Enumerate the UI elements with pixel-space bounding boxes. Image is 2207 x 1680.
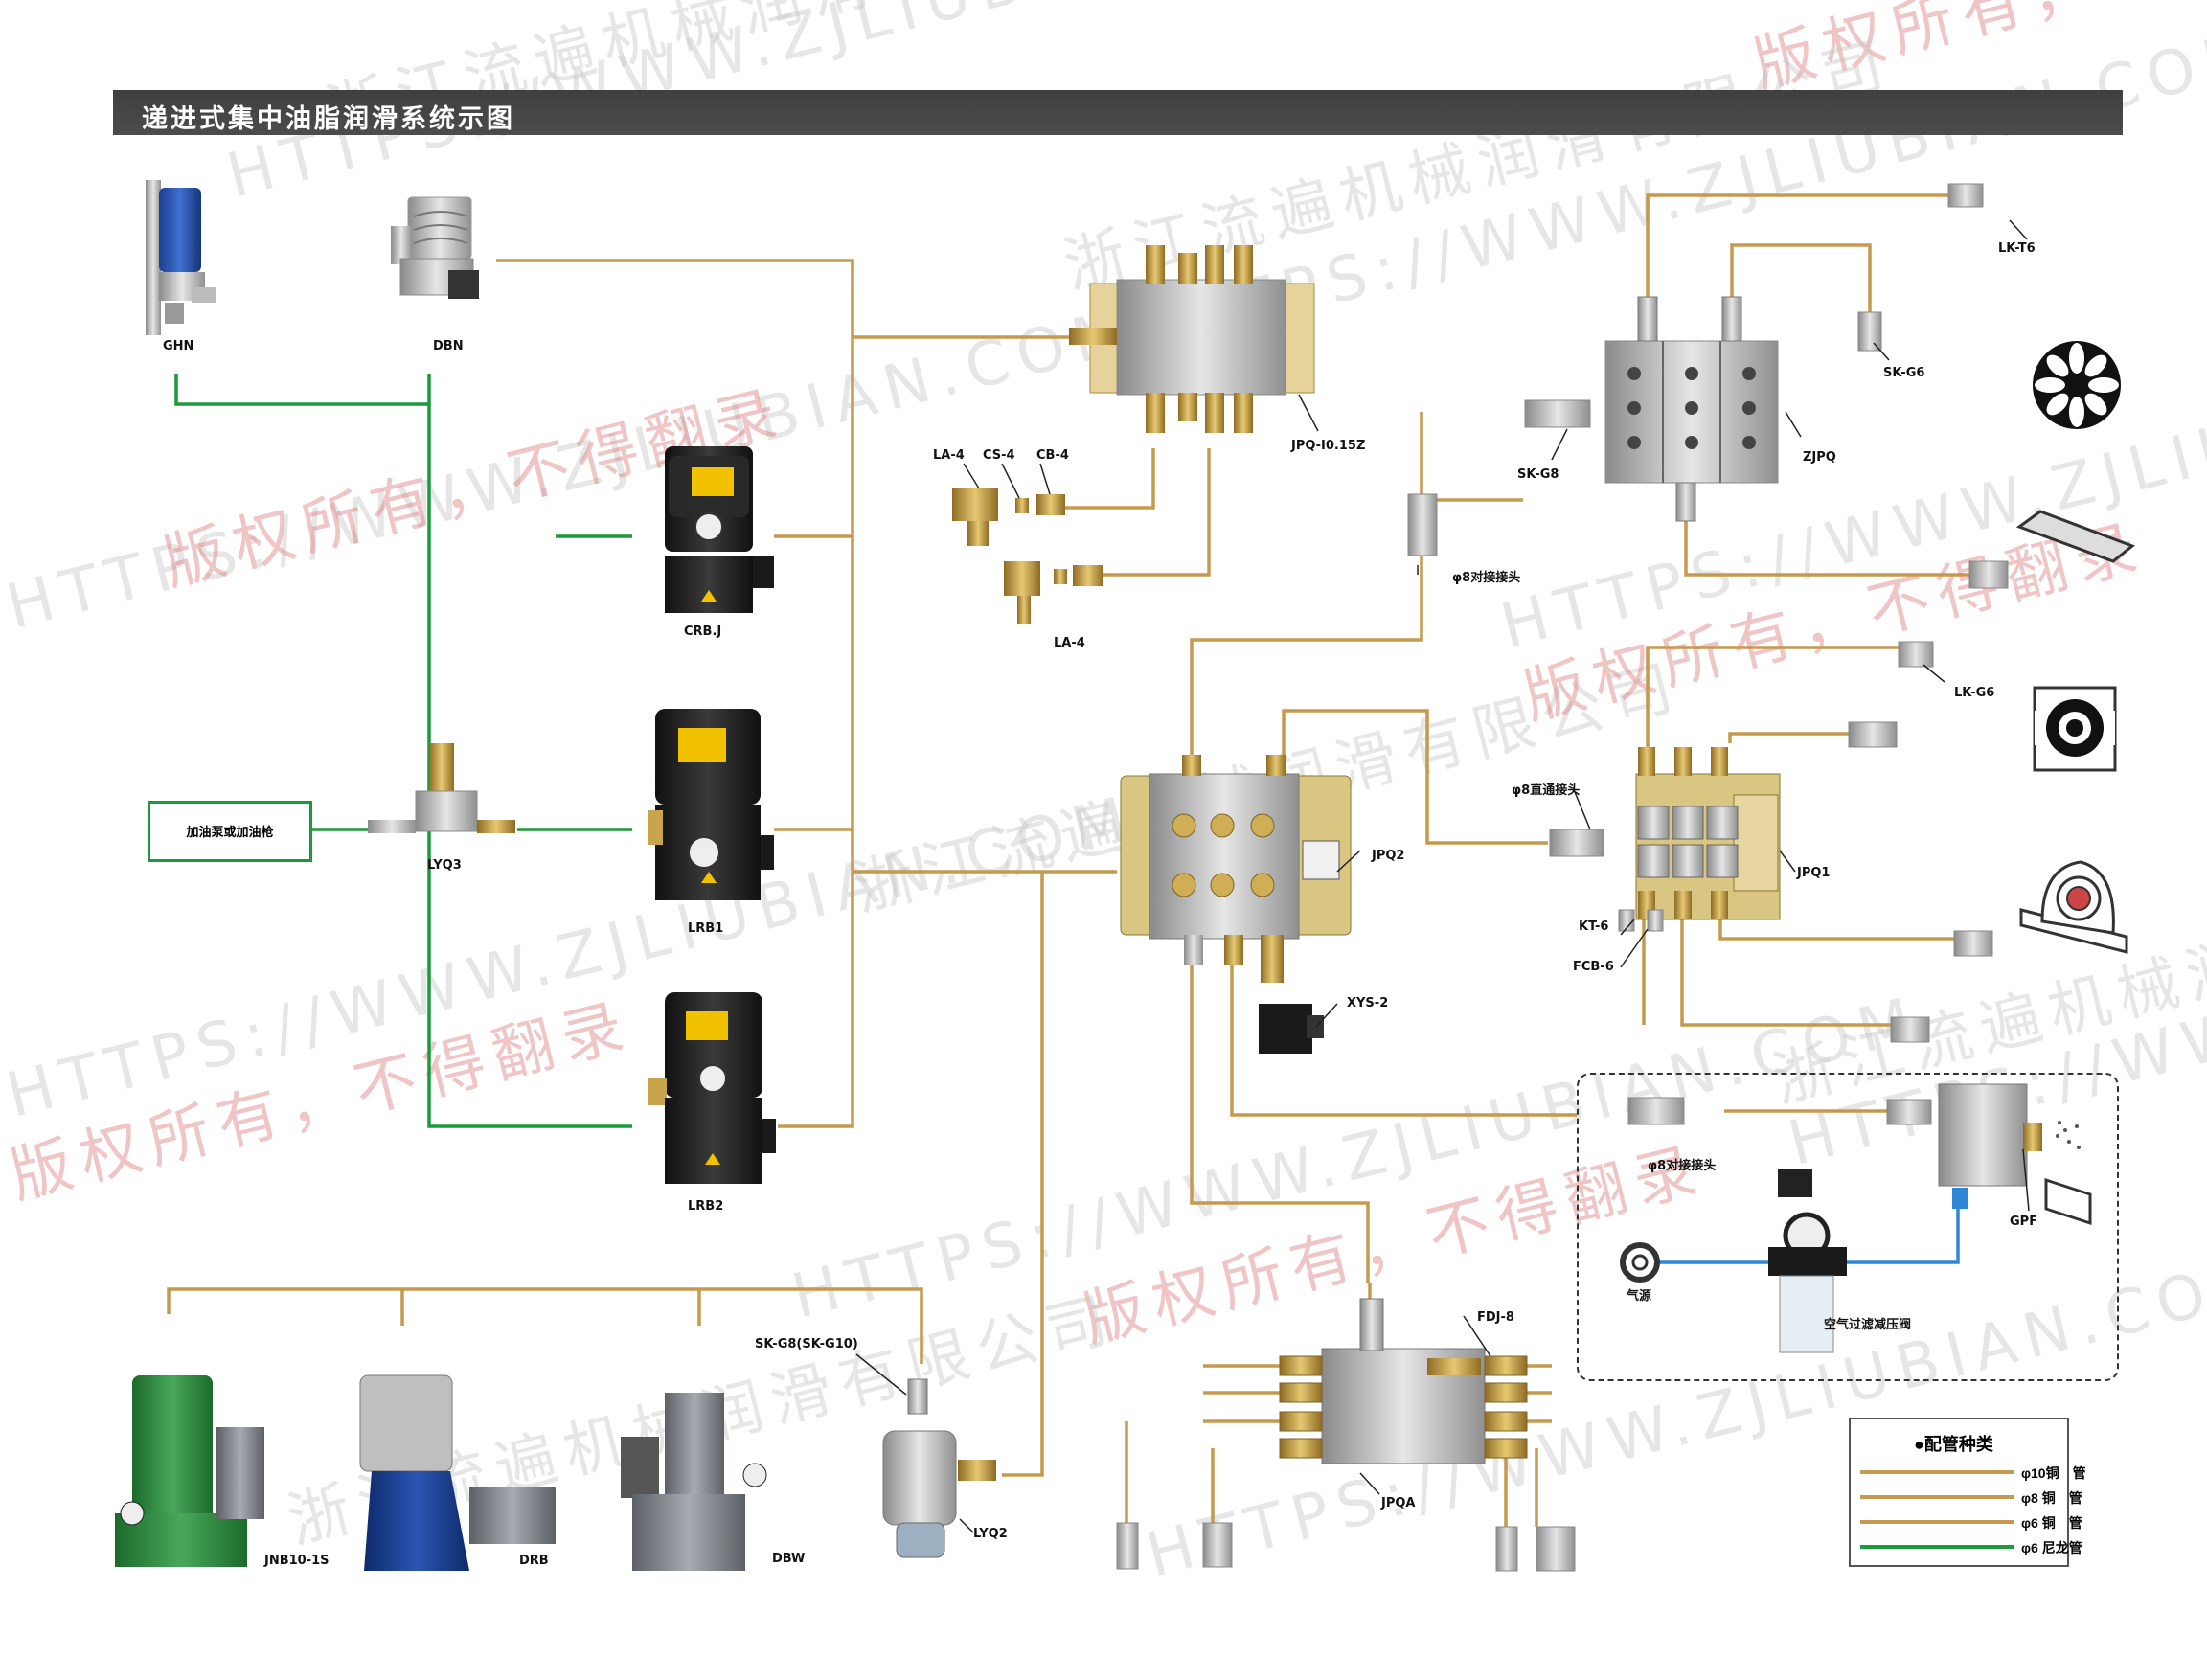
pipe-legend: ●配管种类 φ10铜 管 φ8 铜 管 φ6 铜 管 φ6 尼龙管 bbox=[1849, 1418, 2086, 1567]
drb-label: DRB bbox=[519, 1554, 549, 1568]
lrb2-label: LRB2 bbox=[688, 1199, 724, 1214]
lyq2-label: LYQ2 bbox=[973, 1527, 1008, 1541]
zjpq-fittings bbox=[1407, 183, 2009, 589]
jpq015z-block bbox=[1069, 245, 1315, 433]
jpqa-block bbox=[1279, 1298, 1528, 1464]
page-title: 递进式集中油脂润滑系统示图 bbox=[142, 104, 515, 134]
legend-label: φ10铜 管 bbox=[2021, 1465, 2086, 1481]
legend-label: φ6 尼龙管 bbox=[2021, 1540, 2082, 1555]
skg6-label: SK-G6 bbox=[1883, 366, 1925, 380]
jpq015z-label: JPQ-I0.15Z bbox=[1291, 439, 1366, 453]
legend-swatch bbox=[1860, 1545, 2014, 1549]
xys2-switch bbox=[1259, 1004, 1324, 1054]
title-bar: 递进式集中油脂润滑系统示图 bbox=[113, 90, 2123, 135]
conn8-label-b: φ8直通接头 bbox=[1512, 783, 1581, 798]
xys2-label: XYS-2 bbox=[1347, 996, 1389, 1010]
lyq3-valve bbox=[368, 743, 515, 833]
dbn-pump bbox=[391, 196, 479, 299]
jpq1-label: JPQ1 bbox=[1797, 866, 1831, 880]
fdj8-label: FDJ-8 bbox=[1477, 1310, 1514, 1325]
legend-row: φ8 铜 管 bbox=[1860, 1487, 2082, 1506]
dbw-label: DBW bbox=[772, 1552, 806, 1566]
oil-gun-label: 加油泵或加油枪 bbox=[186, 825, 274, 839]
skg8g10-label: SK-G8(SK-G10) bbox=[755, 1337, 858, 1351]
lkg6-label: LK-G6 bbox=[1954, 686, 1995, 700]
legend-row: φ6 铜 管 bbox=[1860, 1511, 2082, 1531]
linear-guide-icon bbox=[2015, 510, 2135, 1225]
gpf-label: GPF bbox=[2010, 1215, 2038, 1229]
lrb1-label: LRB1 bbox=[688, 921, 724, 936]
ghn-pump bbox=[146, 180, 216, 335]
jpq2-label: JPQ2 bbox=[1372, 849, 1405, 863]
dbw-pump bbox=[621, 1393, 767, 1571]
fan-wheel-icon bbox=[2033, 341, 2121, 429]
zjpq-block bbox=[1604, 296, 1779, 522]
air-filter-label: 空气过滤减压阀 bbox=[1824, 1318, 1912, 1332]
pillow-block-icon bbox=[2019, 860, 2128, 954]
lrb2-pump bbox=[648, 992, 776, 1184]
bearing-icon bbox=[2033, 686, 2117, 772]
jpqa-fittings bbox=[1116, 1522, 1576, 1572]
lkt6-label: LK-T6 bbox=[1998, 241, 2036, 256]
drb-pump bbox=[359, 1374, 556, 1571]
air-pipes bbox=[1657, 1209, 1960, 1264]
leader-lines bbox=[855, 219, 2030, 1533]
air-source-label: 气源 bbox=[1627, 1289, 1652, 1304]
legend-row: φ10铜 管 bbox=[1860, 1462, 2086, 1481]
legend-row: φ6 尼龙管 bbox=[1860, 1536, 2082, 1555]
crbj-pump bbox=[665, 446, 774, 613]
conn8-label-c: φ8对接接头 bbox=[1648, 1159, 1717, 1173]
ghn-label: GHN bbox=[163, 339, 194, 353]
fcb6-label: FCB-6 bbox=[1573, 960, 1614, 974]
legend-title: ●配管种类 bbox=[1914, 1435, 1993, 1454]
lyq3-label: LYQ3 bbox=[427, 858, 462, 873]
conn8-label-a: φ8对接接头 bbox=[1452, 571, 1521, 585]
zjpq-label: ZJPQ bbox=[1803, 450, 1836, 465]
crbj-label: CRB.J bbox=[684, 624, 722, 639]
gpf-assembly bbox=[1620, 1083, 2081, 1353]
oil-gun-box: 加油泵或加油枪 bbox=[148, 801, 312, 862]
legend-swatch bbox=[1860, 1470, 2014, 1474]
jnb-label: JNB10-1S bbox=[264, 1554, 330, 1568]
legend-swatch bbox=[1860, 1495, 2014, 1499]
jpq1-fittings bbox=[1549, 641, 1993, 1043]
jnb-pump bbox=[115, 1375, 264, 1567]
jpq1-block bbox=[1635, 747, 1781, 920]
skg8-label: SK-G8 bbox=[1517, 467, 1559, 482]
lrb1-pump bbox=[648, 709, 774, 900]
air-line-group bbox=[1577, 1073, 2119, 1381]
dbn-label: DBN bbox=[433, 339, 464, 353]
cb4-label: CB-4 bbox=[1036, 448, 1069, 463]
la4-label-bottom: LA-4 bbox=[1054, 636, 1085, 650]
la4-label-top: LA-4 bbox=[933, 448, 965, 463]
cs4-label: CS-4 bbox=[983, 448, 1015, 463]
lyq2-valve bbox=[882, 1378, 996, 1558]
legend-swatch bbox=[1860, 1520, 2014, 1524]
nylon-pipes bbox=[174, 374, 632, 1128]
legend-label: φ6 铜 管 bbox=[2021, 1515, 2082, 1531]
kt6-label: KT-6 bbox=[1579, 919, 1609, 934]
jpq2-block bbox=[1120, 755, 1352, 983]
legend-label: φ8 铜 管 bbox=[2021, 1490, 2082, 1506]
fittings-la4-group bbox=[952, 488, 1104, 624]
jpqa-label: JPQA bbox=[1381, 1496, 1416, 1510]
